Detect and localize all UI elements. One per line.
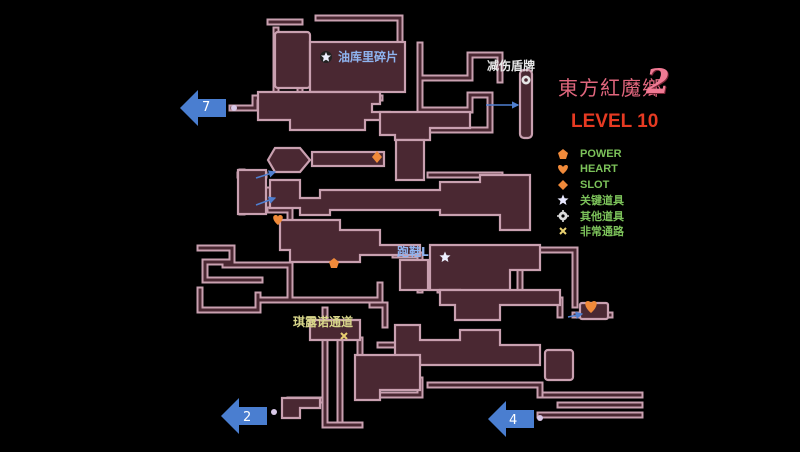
game-title: 東方紅魔鄉 — [558, 76, 663, 100]
diamond-icon — [372, 151, 382, 163]
secret-passage-label: 琪露诺通道 — [293, 315, 354, 329]
star-icon — [320, 51, 332, 63]
cross-icon — [556, 224, 570, 238]
shield-card-label: 减伤盾牌 — [487, 59, 536, 73]
connector-arrows — [255, 101, 584, 319]
legend-item-secret-route: 非常通路 — [556, 224, 624, 239]
running-shoes-label: 跑鞋L — [397, 245, 429, 259]
star-icon — [556, 193, 570, 207]
exit-7-label: 7 — [202, 100, 211, 115]
legend-label: 关键道具 — [580, 195, 624, 207]
legend-label: HEART — [580, 163, 618, 175]
heart-icon — [585, 301, 597, 313]
exit-arrow-2[interactable] — [221, 398, 269, 434]
legend-item-key-item: 关键道具 — [556, 193, 624, 208]
pentagon-icon — [329, 258, 339, 268]
cross-icon — [340, 332, 348, 340]
legend-item-slot: SLOT — [556, 177, 624, 192]
heart-icon — [273, 215, 283, 225]
rooms — [236, 30, 610, 420]
exit-2-label: 2 — [243, 410, 252, 425]
exit-marker — [537, 415, 543, 421]
legend-label: 非常通路 — [580, 226, 624, 238]
legend-label: SLOT — [580, 178, 610, 191]
exit-arrow-7[interactable] — [180, 90, 228, 126]
map-items — [231, 51, 597, 421]
star-icon — [439, 251, 451, 262]
heart-icon — [556, 162, 570, 176]
gear-icon — [521, 75, 531, 85]
oil-fragment-label: 油库里碎片 — [338, 50, 399, 64]
exit-arrow-4[interactable] — [488, 401, 536, 437]
level-title: LEVEL 10 — [571, 111, 659, 132]
exit-marker — [231, 105, 237, 111]
game-title-number: 2 — [646, 62, 670, 102]
legend-item-other-item: 其他道具 — [556, 208, 624, 223]
legend-label: 其他道具 — [580, 210, 624, 223]
legend: POWER HEART SLOT 关键道具 其他道具 非常通路 — [556, 146, 624, 239]
exit-marker — [271, 409, 277, 415]
exit-4-label: 4 — [509, 413, 518, 428]
legend-item-heart: HEART — [556, 162, 624, 177]
pentagon-icon — [556, 147, 570, 161]
legend-label: POWER — [580, 147, 622, 160]
legend-item-power: POWER — [556, 146, 624, 161]
diamond-icon — [556, 178, 570, 192]
gear-icon — [556, 209, 570, 223]
